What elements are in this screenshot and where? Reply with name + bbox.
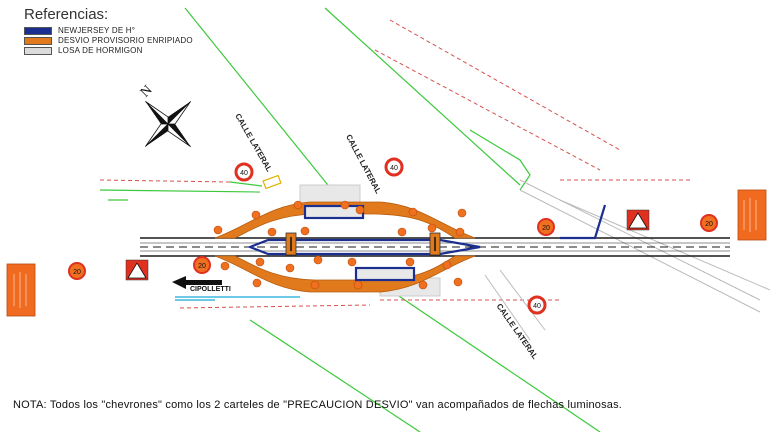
note-text: NOTA: Todos los "chevrones" como los 2 c… xyxy=(13,399,623,411)
precaution-panel-icon xyxy=(737,189,767,241)
precaution-panels xyxy=(6,189,767,317)
precaution-panel-icon xyxy=(6,263,36,317)
speed-sign-icon: 20 xyxy=(700,214,718,232)
svg-text:40: 40 xyxy=(240,170,248,177)
green-boundary-lines xyxy=(99,7,601,432)
svg-text:40: 40 xyxy=(533,303,541,310)
city-label-cipolletti: CIPOLLETTI xyxy=(190,286,231,293)
compass-rose-icon xyxy=(145,101,191,147)
svg-text:20: 20 xyxy=(73,269,81,276)
speed-sign-icon: 20 xyxy=(68,262,86,280)
center-panels xyxy=(285,232,441,256)
traffic-cones xyxy=(213,200,467,290)
svg-text:20: 20 xyxy=(705,221,713,228)
legend-item-detour: DESVIO PROVISORIO ENRIPIADO xyxy=(24,36,193,45)
speed-sign-icon: 40 xyxy=(234,162,254,182)
warning-triangles xyxy=(125,209,650,281)
yellow-marker xyxy=(262,174,282,190)
speed-sign-icon: 40 xyxy=(384,157,404,177)
speed-signs: 40 40 20 20 20 20 40 xyxy=(68,157,718,315)
legend-item-newjersey: NEWJERSEY DE H° xyxy=(24,26,135,35)
legend-label: DESVIO PROVISORIO ENRIPIADO xyxy=(58,36,193,45)
svg-text:20: 20 xyxy=(542,225,550,232)
legend-label: NEWJERSEY DE H° xyxy=(58,26,136,35)
svg-text:40: 40 xyxy=(390,165,398,172)
svg-text:20: 20 xyxy=(198,263,206,270)
legend-item-slab: LOSA DE HORMIGON xyxy=(24,46,143,55)
legend-title: Referencias: xyxy=(24,6,109,23)
legend-label: LOSA DE HORMIGON xyxy=(58,46,143,55)
cyan-lines xyxy=(175,296,300,301)
speed-sign-icon: 20 xyxy=(193,256,211,274)
legend-swatch xyxy=(24,26,52,35)
warning-triangle-icon xyxy=(626,209,650,231)
speed-sign-icon: 40 xyxy=(527,295,547,315)
legend-swatch xyxy=(24,36,52,45)
speed-sign-icon: 20 xyxy=(537,218,555,236)
legend-swatch xyxy=(24,46,52,55)
warning-triangle-icon xyxy=(125,259,149,281)
arrow-left-icon xyxy=(172,276,222,289)
